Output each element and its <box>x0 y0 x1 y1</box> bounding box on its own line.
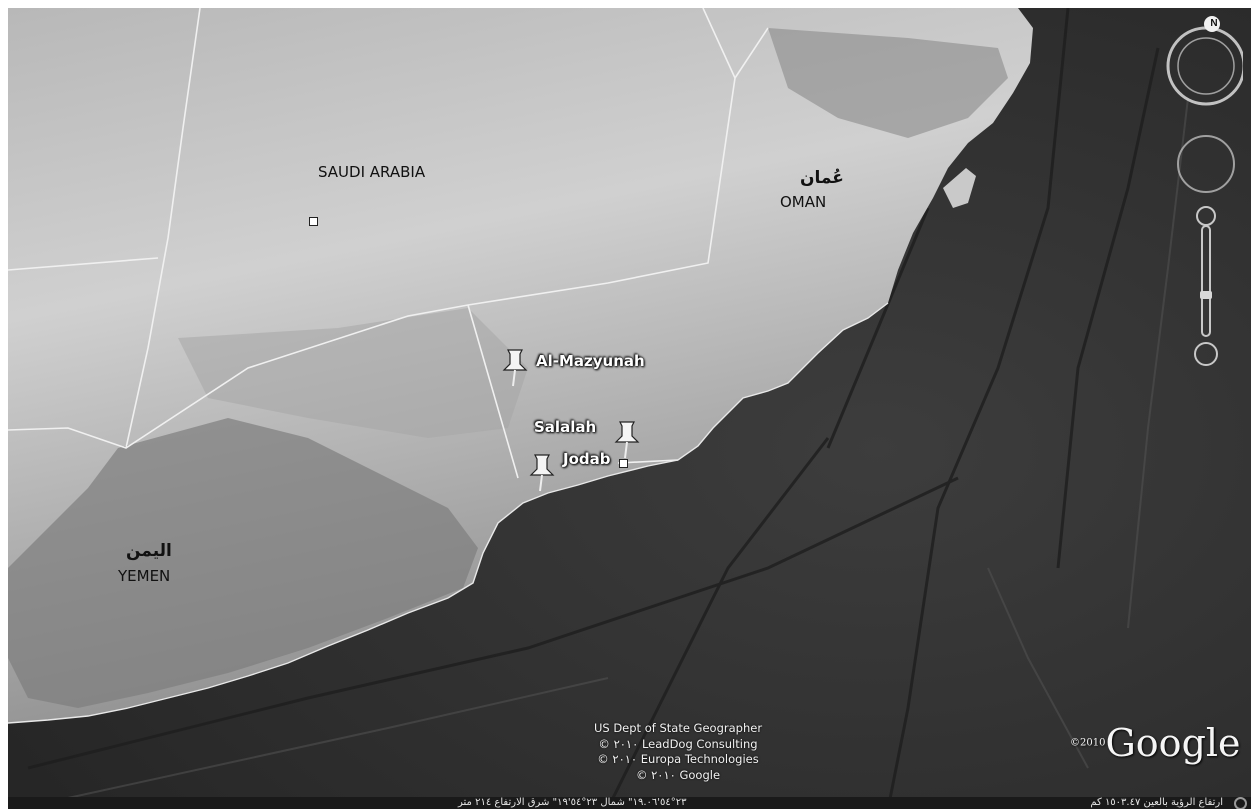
placemark-label-al-mazyunah[interactable]: Al-Mazyunah <box>536 352 645 370</box>
look-joystick[interactable] <box>1177 135 1235 193</box>
attribution-line: © ٢٠١٠ Europa Technologies <box>597 752 759 766</box>
google-logo: ©2010Google <box>1070 721 1241 765</box>
place-marker-square[interactable] <box>309 217 318 226</box>
navigation-controls[interactable] <box>1163 14 1243 384</box>
attribution-line: © ٢٠١٠ LeadDog Consulting <box>598 736 758 751</box>
status-eye-altitude: ارتفاع الرؤية بالعين ١٥٠٣.٤٧ كم <box>1090 797 1223 808</box>
interior-plateau <box>178 308 528 438</box>
pushpin-icon[interactable] <box>527 453 557 493</box>
zoom-slider[interactable] <box>1194 206 1218 366</box>
label-oman-arabic: عُمان <box>800 168 844 188</box>
placemark-label-jodab[interactable]: Jodab <box>563 450 611 468</box>
ocean-ridges <box>27 8 1160 809</box>
placemark-label-salalah[interactable]: Salalah <box>534 418 597 436</box>
loading-spinner-icon <box>1234 797 1247 809</box>
compass-ring[interactable] <box>1166 16 1243 106</box>
pushpin-icon[interactable] <box>612 420 642 460</box>
attribution-line: © ٢٠١٠ Google <box>635 767 721 782</box>
place-marker-square[interactable] <box>619 459 628 468</box>
pushpin-icon[interactable] <box>500 348 530 388</box>
label-oman: OMAN <box>780 193 827 211</box>
logo-year: ©2010 <box>1070 737 1106 749</box>
status-coordinates: ٢٣°٥٤'١٩.٠٦" شمال ٢٣°٥٤'١٩" شرق الارتفاع… <box>458 797 687 808</box>
oman-coast-island <box>943 168 976 208</box>
label-saudi-arabia: SAUDI ARABIA <box>318 163 426 181</box>
map-attribution: US Dept of State Geographer © ٢٠١٠ LeadD… <box>508 721 848 783</box>
attribution-line: US Dept of State Geographer <box>593 721 763 735</box>
logo-name: Google <box>1105 721 1241 765</box>
label-yemen-arabic: اليمن <box>126 541 172 561</box>
label-yemen: YEMEN <box>118 567 171 585</box>
status-bar: ٢٣°٥٤'١٩.٠٦" شمال ٢٣°٥٤'١٩" شرق الارتفاع… <box>8 797 1251 809</box>
terrain-layer <box>8 8 1251 809</box>
map-viewport[interactable]: SAUDI ARABIA عُمان OMAN اليمن YEMEN Al-M… <box>8 8 1251 809</box>
country-borders <box>8 8 769 479</box>
compass-north-label: N <box>1210 18 1218 29</box>
oman-mountains <box>768 28 1008 138</box>
yemen-highlands <box>8 418 478 708</box>
ocean-highlights <box>67 97 1189 799</box>
coastline <box>8 302 889 724</box>
